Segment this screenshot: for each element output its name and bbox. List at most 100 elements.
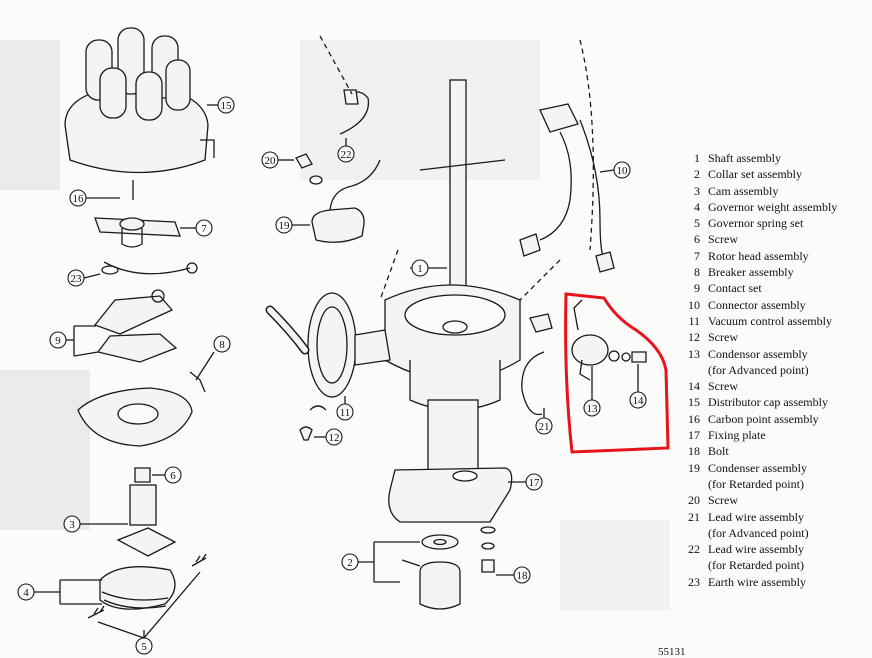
legend-label: Bolt [708,444,729,459]
callout-circle [63,515,81,533]
condenser-retarded [311,159,381,243]
callout-2: 2 [347,557,353,569]
legend-label: Governor weight assembly [708,199,838,214]
legend-row: (for Retarded point) [672,557,867,573]
callout-circle [613,161,631,179]
legend-number: 10 [688,297,700,312]
legend-label: Connector assembly [708,297,806,312]
legend-label: Breaker assembly [708,265,794,280]
legend-row: (for Advanced point) [672,525,867,541]
legend-label: Contact set [708,281,762,296]
legend-number: 13 [688,346,700,361]
scan-shade [560,520,670,610]
legend-row: 11 Vacuum control assembly [672,313,867,329]
legend-number: 14 [688,379,700,394]
callout-circle [67,269,85,287]
legend-label: Condensor assembly [708,346,808,361]
callout-circle [69,189,87,207]
callout-circle [535,417,553,435]
legend-row: 13 Condensor assembly [672,346,867,362]
callout-circle [411,259,429,277]
legend-label: Screw [708,232,738,247]
scan-shade [0,370,90,530]
legend-number: 20 [688,493,700,508]
legend-number: 19 [688,460,700,475]
legend-row: 9 Contact set [672,280,867,296]
legend-number: 11 [688,313,700,328]
callout-4: 4 [23,587,29,599]
cam-assembly [116,484,177,557]
callout-8: 8 [219,339,225,351]
legend-row: 1 Shaft assembly [672,150,867,166]
callout-circle [341,553,359,571]
callout-circle [135,637,153,655]
callout-circle [275,216,293,234]
callout-20: 20 [265,155,277,167]
callout-10: 10 [617,165,629,177]
legend-label: (for Retarded point) [708,558,804,573]
callout-9: 9 [55,335,61,347]
callout-circle [49,331,67,349]
legend-number: 9 [694,281,700,296]
callout-circle [513,566,531,584]
callout-circle [213,335,231,353]
legend-number: 8 [694,265,700,280]
legend-label: Carbon point assembly [708,411,819,426]
legend-row: 4 Governor weight assembly [672,199,867,215]
callout-5: 5 [141,641,147,653]
callout-17: 17 [529,477,541,489]
callout-18: 18 [517,570,529,582]
legend-number [672,557,708,573]
legend-number: 1 [694,151,700,165]
callout-6: 6 [170,470,176,482]
fixing-plate [388,467,513,523]
legend-number: 3 [694,183,700,198]
legend-row: 3 Cam assembly [672,183,867,199]
callout-circle [629,391,647,409]
distributor-cap [64,27,215,174]
legend-number: 4 [694,199,700,214]
legend-label: Condenser assembly [708,460,807,475]
legend-label: (for Advanced point) [708,525,809,540]
callout-circle [217,96,235,114]
legend-number: 15 [688,395,700,410]
callout-11: 11 [340,407,351,419]
callout-circle [261,151,279,169]
callout-circle [583,399,601,417]
contact-set [93,289,178,363]
legend-label: Rotor head assembly [708,248,809,263]
legend-label: Lead wire assembly [708,542,804,557]
legend-number [672,476,708,492]
legend-label: Screw [708,493,738,508]
callout-circle [164,466,182,484]
distributor-body [384,79,521,509]
callout-7: 7 [201,223,207,235]
scan-shade [0,40,60,190]
legend-label: Shaft assembly [708,151,781,165]
breaker-plate [77,371,206,447]
legend-row: (for Advanced point) [672,362,867,378]
legend-label: Cam assembly [708,183,779,198]
connector-assembly [519,103,615,273]
legend-number: 21 [688,509,700,524]
callout-14: 14 [633,395,645,407]
legend-label: (for Retarded point) [708,476,804,491]
vacuum-control [265,292,391,398]
legend-row: 10 Connector assembly [672,297,867,313]
legend-row: (for Retarded point) [672,476,867,492]
legend-label: Screw [708,330,738,345]
legend-label: Vacuum control assembly [708,313,832,328]
